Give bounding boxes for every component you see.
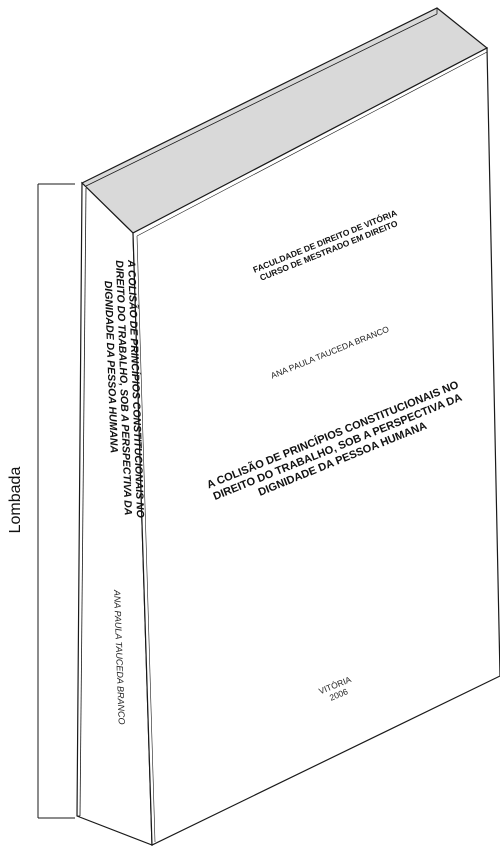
spine-label: Lombada (7, 467, 24, 534)
spine-author-group: ANA PAULA TAUCEDA BRANCO (112, 589, 127, 725)
book (76, 7, 500, 846)
book-cover-face (132, 47, 500, 846)
spine-author: ANA PAULA TAUCEDA BRANCO (112, 589, 127, 725)
spine-bracket (37, 183, 75, 819)
